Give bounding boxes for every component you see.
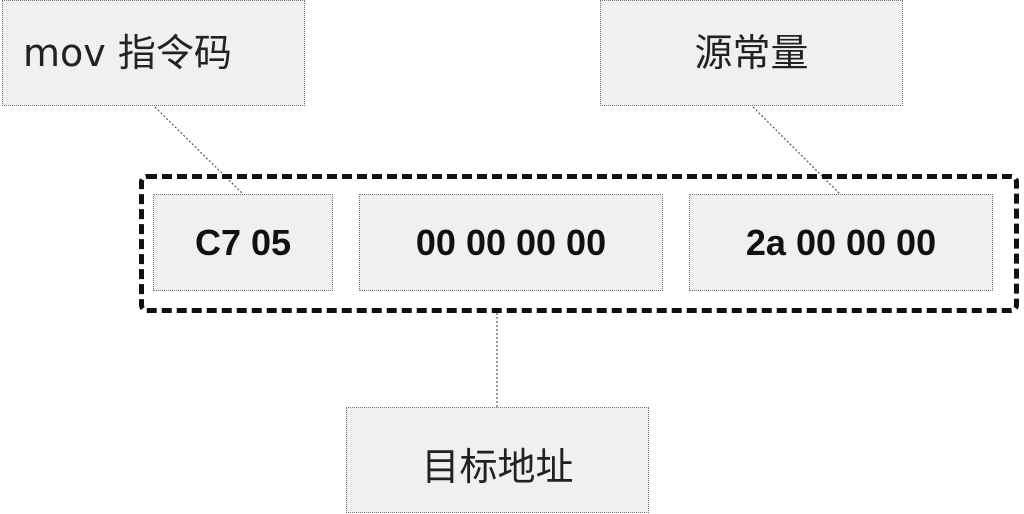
opcode-label: mov 指令码 (2, 0, 305, 106)
instruction-outline (139, 174, 1019, 313)
source-connector (752, 106, 841, 195)
source-constant-bytes: 2a 00 00 00 (689, 194, 993, 291)
opcode-bytes: C7 05 (153, 194, 333, 291)
source-constant-label: 源常量 (600, 0, 903, 106)
target-address-bytes: 00 00 00 00 (359, 194, 663, 291)
opcode-connector (154, 106, 244, 195)
target-address-label: 目标地址 (346, 407, 649, 513)
